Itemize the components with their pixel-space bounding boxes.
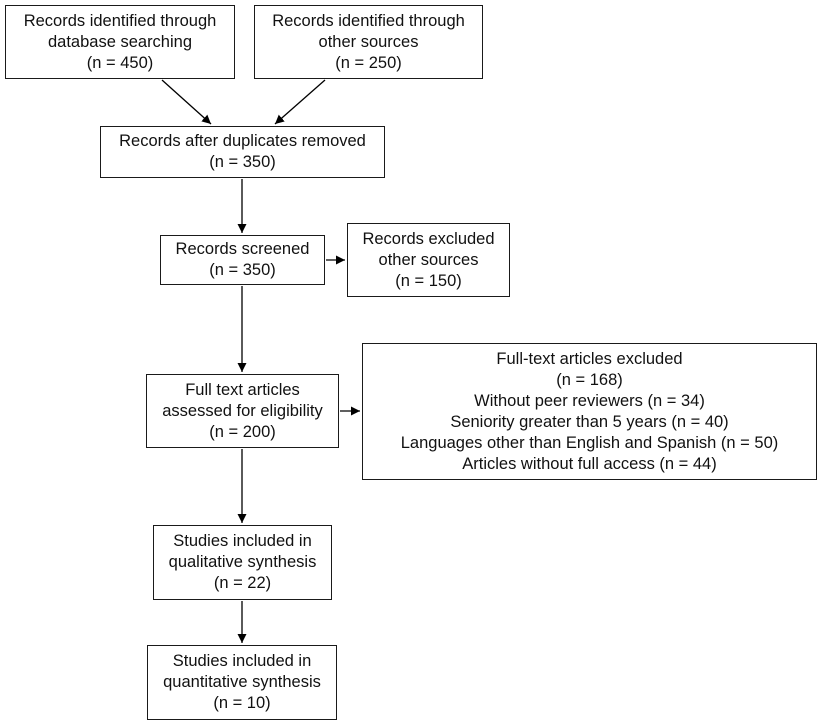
box-text-line: other sources (318, 32, 419, 51)
arrow-db-to-duplicates (161, 79, 212, 125)
records-excluded-box: Records excluded other sources (n = 150) (347, 223, 510, 297)
box-text-line: assessed for eligibility (162, 401, 323, 420)
box-text-line: Records excluded (362, 229, 495, 248)
records-after-duplicates-box: Records after duplicates removed (n = 35… (100, 126, 385, 178)
exclusion-reason: Articles without full access (n = 44) (462, 454, 717, 473)
box-text-line: Records identified through (272, 11, 465, 30)
box-text-line: quantitative synthesis (163, 673, 321, 691)
box-count: (n = 250) (335, 53, 402, 72)
box-text-line: Records screened (175, 240, 310, 258)
fulltext-assessed-box: Full text articles assessed for eligibil… (146, 374, 339, 448)
box-text-line: Records identified through (23, 11, 217, 30)
box-count: (n = 200) (209, 422, 276, 441)
box-text-line: Studies included in (173, 532, 312, 550)
exclusion-reason: Without peer reviewers (n = 34) (474, 391, 705, 410)
box-count: (n = 350) (209, 261, 276, 279)
box-count: (n = 150) (395, 271, 462, 290)
records-other-sources-box: Records identified through other sources… (254, 5, 483, 79)
box-count: (n = 10) (213, 694, 271, 712)
box-count: (n = 350) (209, 153, 276, 171)
fulltext-excluded-box: Full-text articles excluded (n = 168) Wi… (362, 343, 817, 480)
qualitative-synthesis-box: Studies included in qualitative synthesi… (153, 525, 332, 600)
box-text-line: other sources (378, 250, 479, 269)
records-database-searching-box: Records identified through database sear… (5, 5, 235, 79)
arrow-other-to-duplicates (274, 79, 326, 125)
box-text-line: database searching (47, 32, 193, 51)
box-text-line: Studies included in (172, 652, 312, 670)
box-count: (n = 450) (86, 53, 154, 72)
box-text-line: Full-text articles excluded (496, 349, 683, 368)
quantitative-synthesis-box: Studies included in quantitative synthes… (147, 645, 337, 720)
exclusion-reason: Languages other than English and Spanish… (400, 433, 779, 452)
box-text-line: Records after duplicates removed (119, 132, 366, 150)
box-count: (n = 22) (213, 574, 272, 592)
exclusion-reason: Seniority greater than 5 years (n = 40) (450, 412, 729, 431)
records-screened-box: Records screened (n = 350) (160, 235, 325, 285)
box-count: (n = 168) (556, 370, 623, 389)
box-text-line: qualitative synthesis (168, 553, 317, 571)
box-text-line: Full text articles (185, 380, 300, 399)
